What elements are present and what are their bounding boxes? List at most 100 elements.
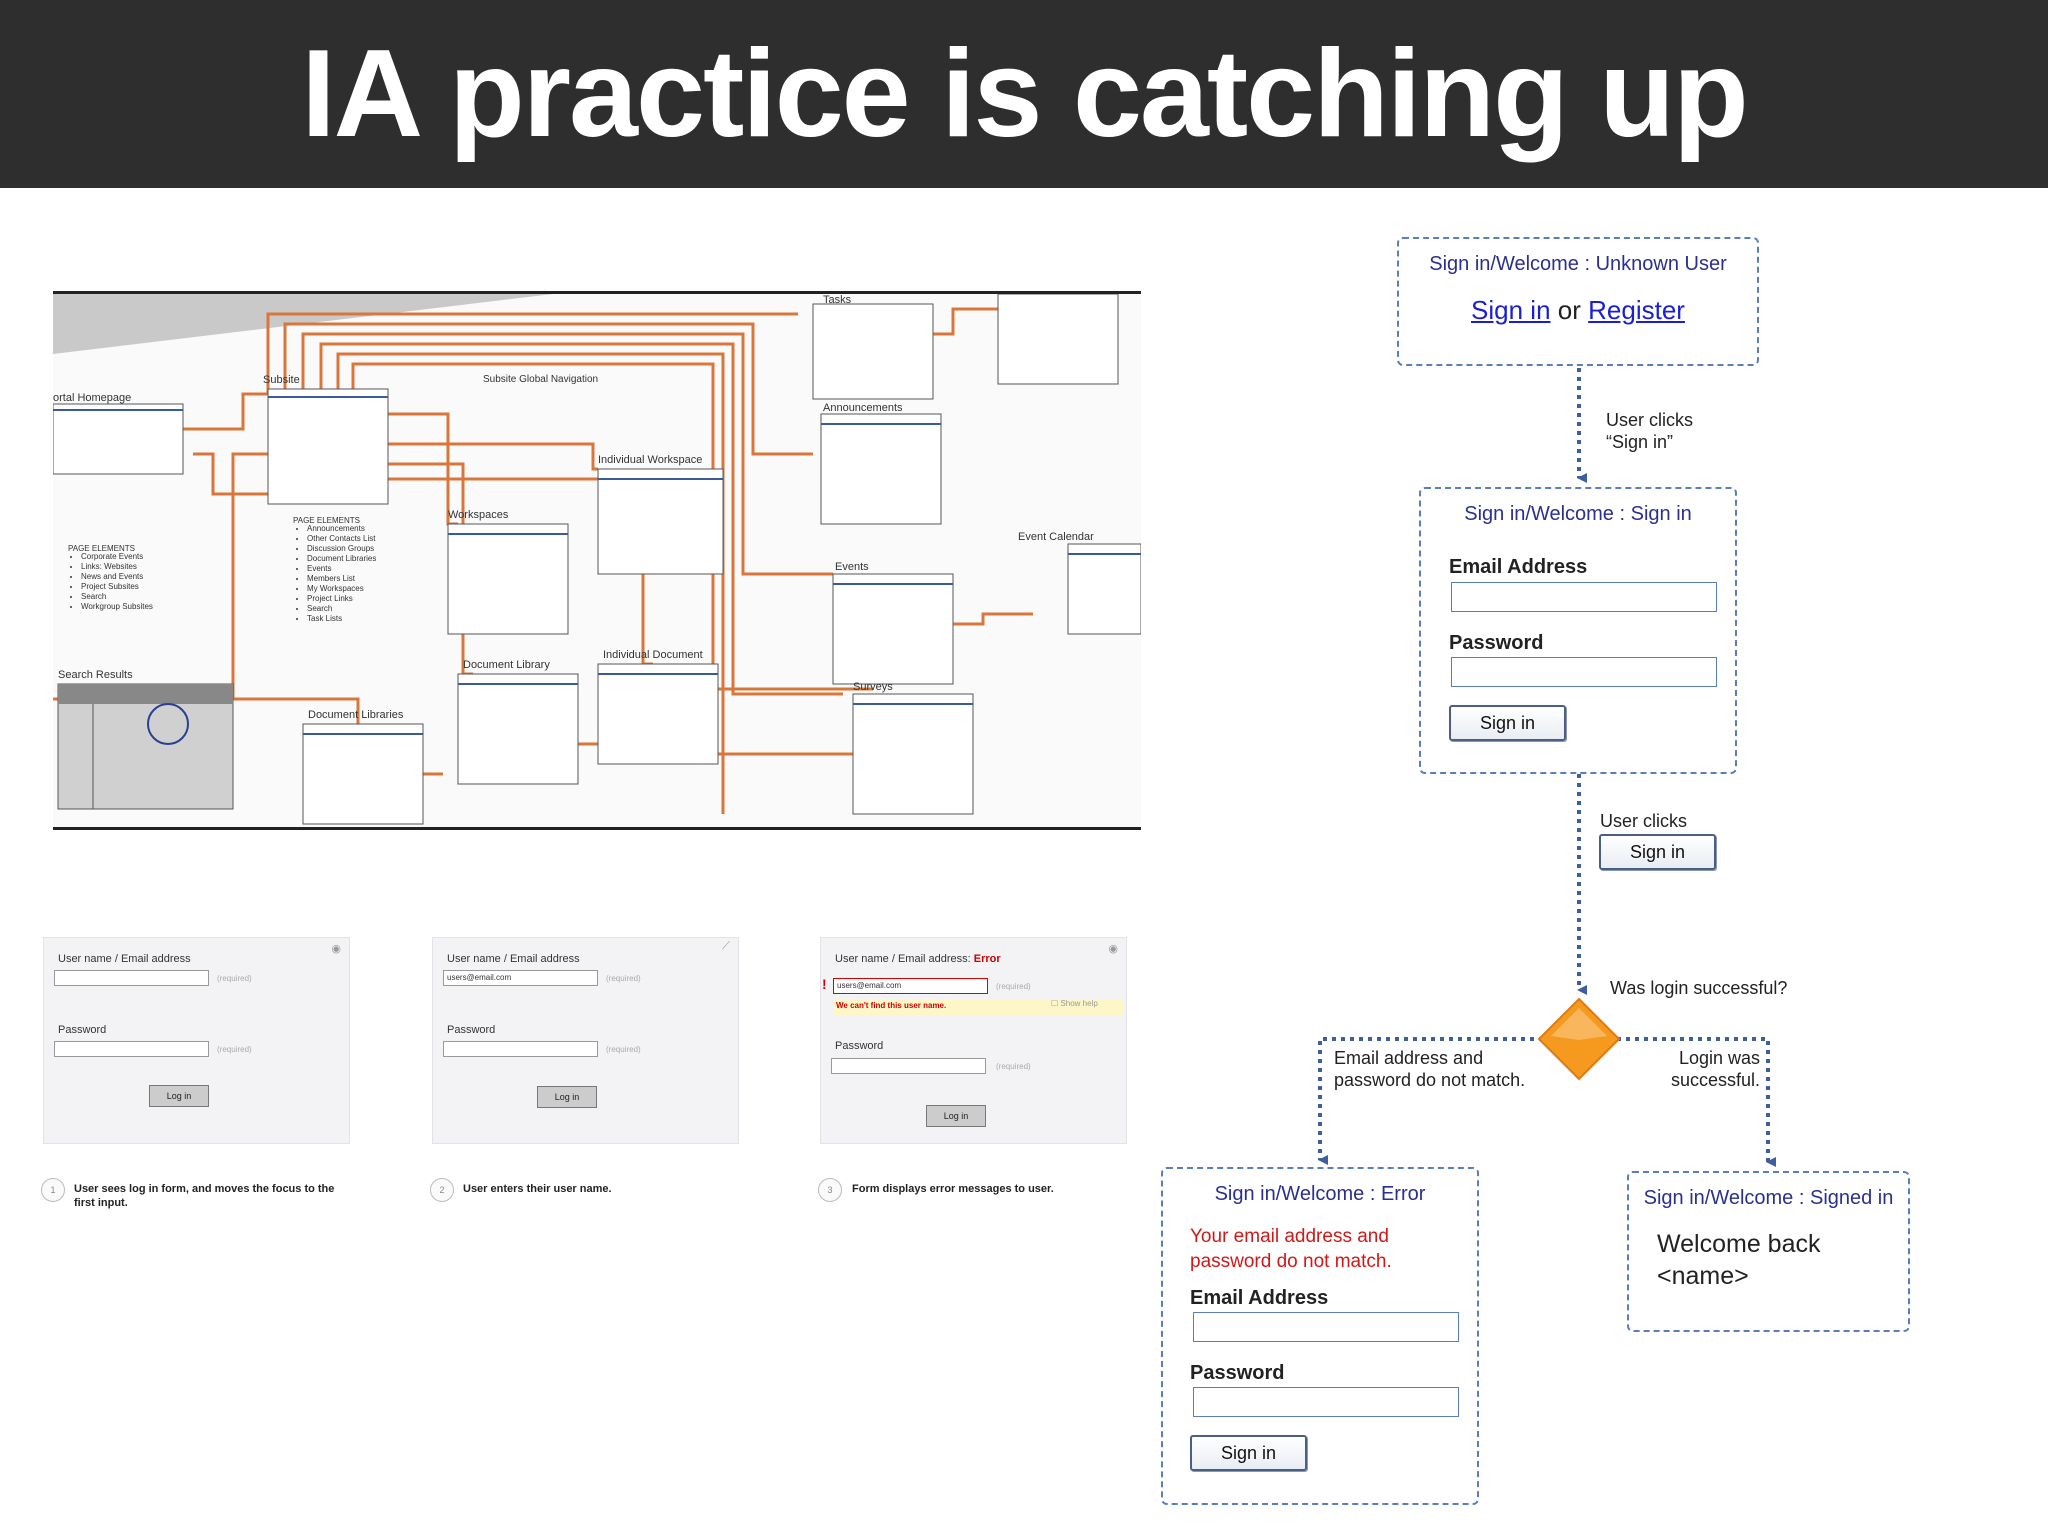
signed-in-title: Sign in/Welcome : Signed in	[1643, 1187, 1894, 1209]
wf1-username-input[interactable]	[54, 970, 209, 986]
wf3-required: (required)	[996, 982, 1031, 991]
signin-email-label: Email Address	[1449, 556, 1588, 578]
signin-state-title: Sign in/Welcome : Sign in	[1464, 503, 1692, 525]
wf1-required-2: (required)	[217, 1045, 252, 1054]
signin-register-line: Sign in or Register	[1399, 295, 1757, 326]
label-announcements: Announcements	[823, 402, 903, 414]
list-item: Other Contacts List	[307, 534, 376, 544]
wf2-password-input[interactable]	[443, 1041, 598, 1057]
label-surveys: Surveys	[853, 681, 893, 693]
signin-state: Sign in/Welcome : Sign in Email Address …	[1419, 487, 1737, 774]
label-search-results: Search Results	[58, 669, 133, 681]
note-user-clicks: User clicks	[1600, 811, 1688, 831]
signin-email-field[interactable]	[1451, 582, 1717, 612]
step-3-badge: 3	[818, 1178, 842, 1202]
label-tasks: Tasks	[823, 294, 852, 306]
wf3-error-word: Error	[973, 953, 1001, 965]
label-subsite-nav: Subsite Global Navigation	[483, 374, 599, 385]
error-email-field[interactable]	[1193, 1312, 1459, 1342]
wireframe-3: ◉ User name / Email address: Error ! use…	[820, 937, 1127, 1144]
wf3-required-2: (required)	[996, 1062, 1031, 1071]
wf1-password-input[interactable]	[54, 1041, 209, 1057]
signin-button[interactable]: Sign in	[1449, 705, 1566, 741]
list-item: Search	[307, 604, 376, 614]
checkbox-icon: ☐	[1051, 999, 1061, 1008]
error-email-label: Email Address	[1190, 1287, 1329, 1309]
error-message: Your email address and password do not m…	[1190, 1226, 1392, 1272]
note-signin-button[interactable]: Sign in	[1599, 834, 1716, 870]
wf3-username-label-text: User name / Email address:	[835, 953, 971, 965]
sitemap-diagram: ortal Homepage Subsite Subsite Global Na…	[53, 291, 1141, 830]
pin-icon: ⟋	[722, 940, 730, 952]
wf3-help[interactable]: ☐ Show help	[1051, 999, 1098, 1008]
wf2-username-label: User name / Email address	[447, 953, 580, 965]
list-item: News and Events	[81, 572, 153, 582]
list-item: Document Libraries	[307, 554, 376, 564]
register-link[interactable]: Register	[1588, 295, 1685, 325]
step-3-caption: Form displays error messages to user.	[852, 1183, 1054, 1195]
step-1-badge: 1	[41, 1178, 65, 1202]
subsite-elements-list: Announcements Other Contacts List Discus…	[291, 524, 376, 624]
list-item: Links: Websites	[81, 562, 153, 572]
or-text: or	[1557, 295, 1581, 325]
decision-question: Was login successful?	[1610, 978, 1788, 998]
label-document-library: Document Library	[463, 659, 550, 671]
wf2-login-button[interactable]: Log in	[537, 1086, 597, 1108]
step-2-badge: 2	[430, 1178, 454, 1202]
yes-branch-label: Login was successful.	[1670, 1048, 1760, 1090]
eye-icon: ◉	[1108, 943, 1118, 955]
error-password-field[interactable]	[1193, 1387, 1459, 1417]
list-item: Discussion Groups	[307, 544, 376, 554]
wf3-help-label: Show help	[1060, 999, 1098, 1008]
label-workspaces: Workspaces	[448, 509, 509, 521]
slide-title: IA practice is catching up	[301, 25, 1749, 163]
list-item: My Workspaces	[307, 584, 376, 594]
list-item: Project Links	[307, 594, 376, 604]
unknown-user-state: Sign in/Welcome : Unknown User Sign in o…	[1397, 237, 1759, 366]
error-state: Sign in/Welcome : Error Your email addre…	[1161, 1167, 1479, 1505]
label-event-calendar: Event Calendar	[1018, 531, 1094, 543]
title-bar	[0, 0, 2048, 188]
label-document-libraries: Document Libraries	[308, 709, 404, 721]
wf1-password-label: Password	[58, 1024, 107, 1036]
sitemap-connectors	[53, 294, 1141, 825]
wf3-error-message: We can't find this user name.	[836, 1001, 947, 1010]
list-item: Events	[307, 564, 376, 574]
label-subsite: Subsite	[263, 374, 300, 386]
wf3-password-input[interactable]	[831, 1058, 986, 1074]
welcome-message: Welcome back <name>	[1657, 1230, 1821, 1290]
signin-password-field[interactable]	[1451, 657, 1717, 687]
no-branch-label: Email address and password do not match.	[1334, 1048, 1526, 1090]
label-page-elements-subsite: PAGE ELEMENTS	[293, 516, 360, 525]
signed-in-state: Sign in/Welcome : Signed in Welcome back…	[1627, 1171, 1910, 1332]
wf2-username-input[interactable]: users@email.com	[443, 970, 598, 986]
wf1-login-button[interactable]: Log in	[149, 1085, 209, 1107]
label-portal: ortal Homepage	[53, 392, 132, 404]
wf2-password-label: Password	[447, 1024, 496, 1036]
list-item: Project Subsites	[81, 582, 153, 592]
wireframe-2: ⟋ User name / Email address users@email.…	[432, 937, 739, 1144]
list-item: Corporate Events	[81, 552, 153, 562]
wf2-required-2: (required)	[606, 1045, 641, 1054]
wf3-error-bar	[833, 999, 1123, 1015]
list-item: Workgroup Subsites	[81, 602, 153, 612]
error-state-title: Sign in/Welcome : Error	[1214, 1183, 1426, 1205]
wireframe-1: ◉ User name / Email address (required) P…	[43, 937, 350, 1144]
wf1-required: (required)	[217, 974, 252, 983]
label-page-elements-portal: PAGE ELEMENTS	[68, 544, 135, 553]
step-2-caption: User enters their user name.	[463, 1183, 612, 1195]
portal-elements-list: Corporate Events Links: Websites News an…	[65, 552, 153, 612]
list-item: Announcements	[307, 524, 376, 534]
wf3-password-label: Password	[835, 1040, 884, 1052]
error-signin-button[interactable]: Sign in	[1190, 1435, 1307, 1471]
error-password-label: Password	[1190, 1362, 1285, 1384]
wf3-login-button[interactable]: Log in	[926, 1105, 986, 1127]
note-user-clicks-signin: User clicks “Sign in”	[1606, 410, 1694, 452]
wf3-username-input[interactable]: users@email.com	[833, 978, 988, 994]
label-individual-document: Individual Document	[603, 649, 703, 661]
signin-password-label: Password	[1449, 632, 1544, 654]
signin-link[interactable]: Sign in	[1471, 295, 1551, 325]
label-individual-workspace: Individual Workspace	[598, 454, 703, 466]
unknown-user-title: Sign in/Welcome : Unknown User	[1429, 253, 1727, 275]
